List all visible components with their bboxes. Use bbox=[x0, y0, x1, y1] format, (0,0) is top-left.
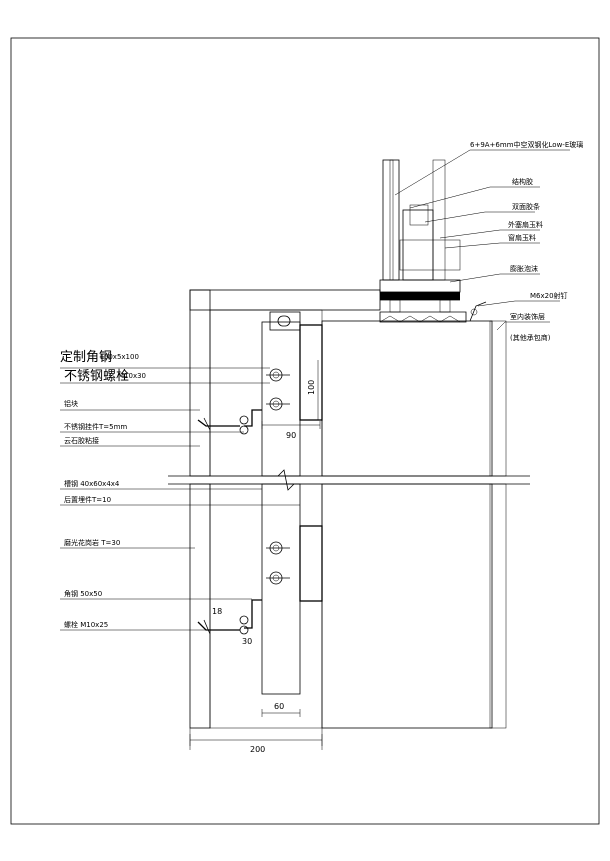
label-frame-profile: 窗扇玉料 bbox=[508, 233, 536, 242]
upper-hanger bbox=[197, 409, 262, 435]
dimension-lines bbox=[189, 360, 323, 750]
label-bolt: 铝块 bbox=[64, 399, 78, 408]
dim-90: 90 bbox=[286, 431, 296, 440]
lower-bolts bbox=[266, 541, 290, 585]
leaders-right bbox=[394, 149, 570, 331]
label-angle-steel-top: 定制角钢 bbox=[60, 350, 112, 365]
dim-200: 200 bbox=[250, 745, 265, 754]
label-angle-steel-top-spec: L50x5x100 bbox=[100, 353, 139, 361]
label-angle-steel: 角钢 50x50 bbox=[64, 589, 102, 598]
label-ss-bolt-top: 不锈钢螺栓 bbox=[64, 369, 129, 384]
dim-30: 30 bbox=[242, 637, 252, 646]
label-anchor-bolt: 螺栓 M10x25 bbox=[64, 620, 108, 629]
dim-100: 100 bbox=[307, 380, 316, 395]
stone-cladding bbox=[189, 289, 381, 729]
window-frame bbox=[379, 159, 461, 313]
label-ss-bolt-top-spec: M10x30 bbox=[118, 372, 146, 380]
label-purlin: 槽钢 40x60x4x4 bbox=[64, 479, 120, 488]
label-ss-hanger: 不锈钢挂件T=5mm bbox=[64, 422, 127, 431]
label-glass: 6+9A+6mm中空双钢化Low-E玻璃 bbox=[470, 140, 583, 149]
lower-hanger bbox=[197, 599, 262, 635]
label-nail: M6x20射钉 bbox=[530, 291, 568, 300]
label-foam-rod: 膨胀泡沫 bbox=[510, 264, 538, 273]
break-line bbox=[168, 469, 530, 491]
dim-60: 60 bbox=[274, 702, 284, 711]
label-interior-finish-note: (其他承包商) bbox=[510, 333, 551, 342]
leaders-left bbox=[60, 367, 300, 631]
label-double-tape: 双面胶条 bbox=[512, 202, 540, 211]
label-structural-glue: 结构胶 bbox=[512, 177, 533, 186]
label-granite: 磨光花岗岩 T=30 bbox=[64, 538, 120, 547]
label-interior-finish: 室内装饰层 bbox=[510, 312, 545, 321]
upper-bolts bbox=[266, 368, 290, 411]
concrete-slab bbox=[321, 320, 493, 729]
label-frame-sealant: 外塞扇玉料 bbox=[508, 220, 543, 229]
sheet-border bbox=[10, 37, 600, 825]
label-epoxy: 云石胶粘接 bbox=[64, 436, 99, 445]
dim-18: 18 bbox=[212, 607, 222, 616]
label-back-plate: 后置埋件T=10 bbox=[64, 495, 111, 504]
nail-icon bbox=[469, 301, 487, 322]
embedded-plate bbox=[269, 311, 323, 602]
sealant-foam bbox=[379, 311, 467, 323]
